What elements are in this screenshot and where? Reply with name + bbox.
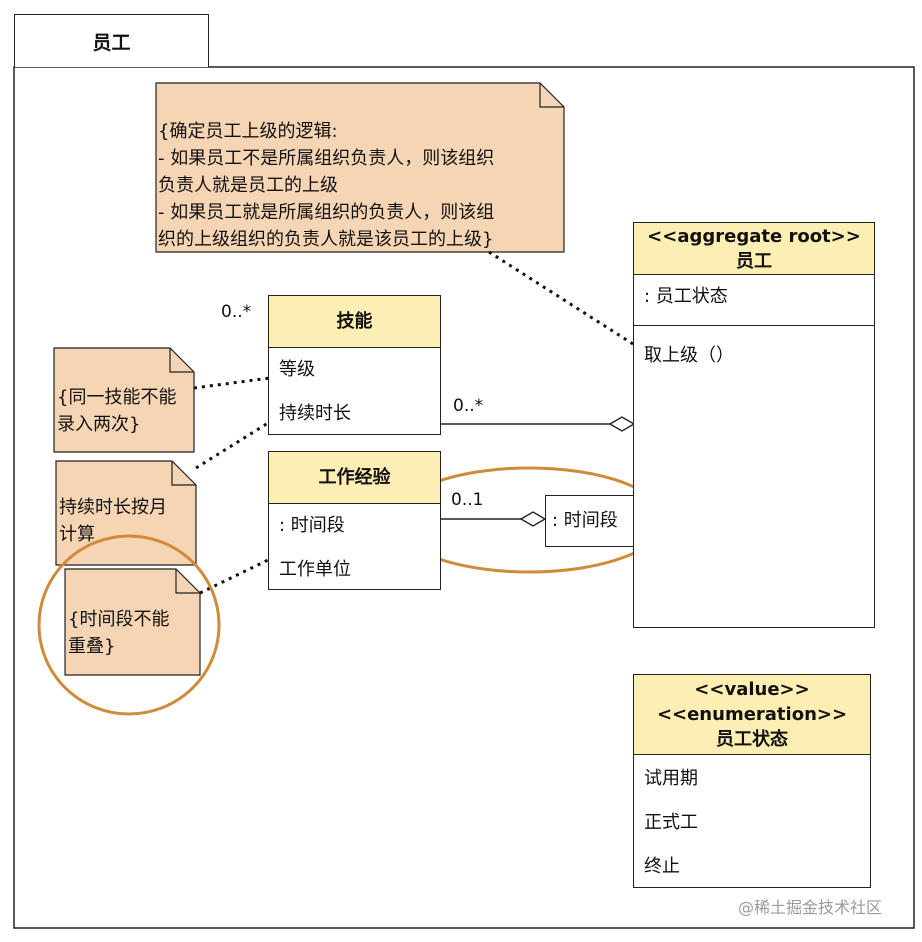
class-operation: 取上级（）: [644, 345, 734, 366]
note-no-overlap-shape: [64, 568, 201, 676]
multiplicity-skill-top: 0..*: [221, 302, 252, 322]
note-line: 织的上级组织的负责人就是该员工的上级}: [158, 229, 494, 250]
note-no-overlap: {时间段不能 重叠}: [68, 606, 169, 660]
note-duration-month-shape: [55, 460, 197, 566]
note-superior-logic: {确定员工上级的逻辑: - 如果员工不是所属组织负责人，则该组织 负责人就是员工…: [158, 118, 494, 253]
class-employee-status-header: <<value>> <<enumeration>> 员工状态: [634, 675, 870, 755]
note-line: 计算: [59, 524, 95, 545]
note-superior-logic-fold: [539, 83, 564, 108]
class-employee-status[interactable]: <<value>> <<enumeration>> 员工状态 试用期 正式工 终…: [633, 674, 871, 888]
aggregation-diamond-period: [519, 511, 547, 527]
note-duration-month: 持续时长按月 计算: [59, 494, 167, 548]
class-attribute: : 员工状态: [644, 286, 728, 307]
class-name: 员工状态: [716, 729, 788, 750]
multiplicity-skill-employee: 0..*: [453, 396, 484, 416]
class-experience[interactable]: 工作经验 : 时间段 工作单位: [268, 451, 441, 590]
class-stereotype: <<aggregate root>>: [647, 225, 861, 247]
note-line: 录入两次}: [57, 414, 141, 435]
note-no-overlap-fold: [175, 569, 200, 594]
class-stereotype: <<value>>: [694, 679, 810, 700]
note-line: {时间段不能: [68, 609, 170, 630]
anchor-skill-unique: [193, 376, 271, 390]
note-line: 持续时长按月: [59, 497, 167, 518]
note-skill-unique-shape: [53, 347, 195, 453]
class-name: 工作经验: [318, 467, 391, 488]
class-employee-attributes: : 员工状态: [634, 275, 874, 326]
class-experience-header: 工作经验: [269, 452, 440, 504]
note-line: - 如果员工就是所属组织的负责人，则该组: [158, 202, 495, 223]
anchor-superior-logic: [488, 250, 634, 346]
class-name: 技能: [336, 311, 373, 332]
class-skill-header: 技能: [269, 296, 440, 348]
class-stereotype: <<enumeration>>: [656, 704, 848, 725]
enum-value: 终止: [644, 856, 680, 877]
class-attribute: 持续时长: [279, 403, 351, 424]
class-employee-status-values: 试用期 正式工 终止: [634, 755, 870, 889]
note-line: 重叠}: [68, 636, 116, 657]
class-employee[interactable]: <<aggregate root>> 员工 : 员工状态 取上级（）: [633, 222, 875, 628]
note-duration-month-fold: [171, 461, 196, 486]
class-time-period[interactable]: : 时间段: [545, 495, 634, 547]
note-line: {确定员工上级的逻辑:: [158, 121, 338, 142]
class-name: 员工: [736, 250, 772, 272]
class-employee-header: <<aggregate root>> 员工: [634, 223, 874, 275]
package-tab: 员工: [14, 14, 209, 67]
multiplicity-experience-period: 0..1: [451, 490, 484, 510]
class-name: : 时间段: [552, 510, 618, 531]
note-line: 负责人就是员工的上级: [158, 175, 338, 196]
anchor-duration-month: [195, 421, 269, 470]
package-frame: [13, 66, 915, 929]
enum-value: 正式工: [644, 812, 698, 833]
highlight-ring-no-overlap: [37, 534, 221, 716]
watermark: @稀土掘金技术社区: [738, 898, 883, 917]
note-line: - 如果员工不是所属组织负责人，则该组织: [158, 148, 495, 169]
class-attribute: 工作单位: [279, 559, 351, 580]
enum-value: 试用期: [644, 768, 698, 789]
note-skill-unique-fold: [169, 348, 194, 373]
class-skill[interactable]: 技能 等级 持续时长: [268, 295, 441, 435]
class-attribute: 等级: [279, 359, 315, 380]
class-skill-attributes: 等级 持续时长: [269, 348, 440, 436]
note-superior-logic-shape: [155, 82, 565, 253]
class-attribute: : 时间段: [279, 515, 345, 536]
aggregation-diamond-employee: [608, 416, 636, 432]
note-line: {同一技能不能: [57, 387, 177, 408]
class-employee-operations: 取上级（）: [634, 326, 874, 378]
package-title: 员工: [92, 31, 131, 54]
note-skill-unique: {同一技能不能 录入两次}: [57, 384, 176, 438]
class-experience-attributes: : 时间段 工作单位: [269, 504, 440, 592]
